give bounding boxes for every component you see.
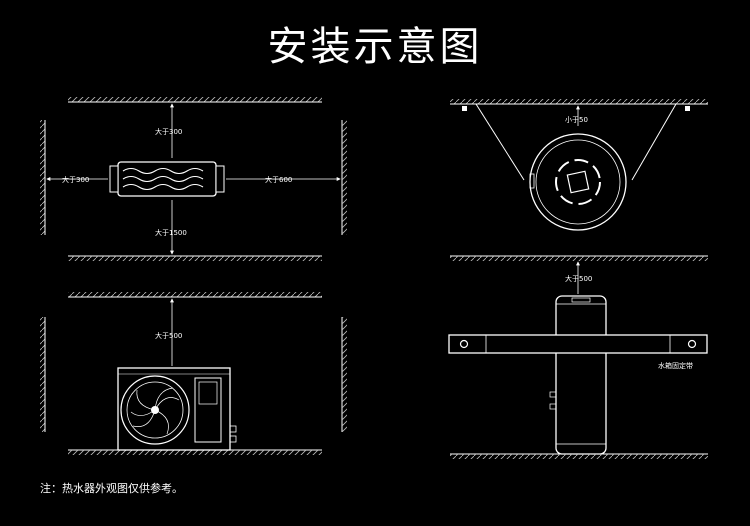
footnote: 注：热水器外观图仅供参考。	[40, 482, 183, 495]
floor-hatch	[450, 256, 708, 261]
floor-hatch	[68, 256, 322, 261]
label-tank-top-clearance: 大于500	[565, 274, 592, 283]
fan-grille-icon	[120, 375, 190, 445]
ceiling-hatch	[68, 292, 322, 297]
panel-indoor-unit: 大于300 大于300 大于600 大于1500	[40, 97, 347, 261]
right-wall-hatch	[342, 120, 347, 235]
page-title: 安装示意图	[267, 24, 483, 70]
label-right-clearance: 大于600	[265, 175, 292, 184]
ceiling-hatch	[68, 97, 322, 102]
outdoor-unit	[117, 367, 237, 451]
label-top-clearance: 大于300	[155, 127, 182, 136]
ceiling-hatch	[450, 99, 708, 104]
corner-wall-right	[631, 103, 677, 181]
panel-tank-front-view: 大于500 水箱固定带	[448, 261, 708, 459]
water-tank-front	[549, 295, 607, 455]
panel-tank-top-view: 小于50	[450, 99, 708, 261]
label-ceiling-gap: 小于50	[565, 115, 588, 124]
label-tank-strap: 水箱固定带	[658, 361, 693, 370]
water-tank-top	[529, 133, 627, 231]
corner-wall-left	[475, 103, 525, 181]
label-bottom-clearance: 大于1500	[155, 228, 187, 237]
label-left-clearance: 大于300	[62, 175, 89, 184]
left-wall-hatch	[40, 120, 45, 235]
floor-hatch	[450, 454, 708, 459]
panel-outdoor-unit: 大于500	[40, 292, 347, 455]
indoor-unit	[109, 161, 225, 197]
left-wall-hatch	[40, 317, 45, 432]
label-outdoor-top-clearance: 大于500	[155, 331, 182, 340]
right-wall-hatch	[342, 317, 347, 432]
floor-hatch	[68, 450, 322, 455]
tank-fixing-strap	[448, 334, 708, 354]
